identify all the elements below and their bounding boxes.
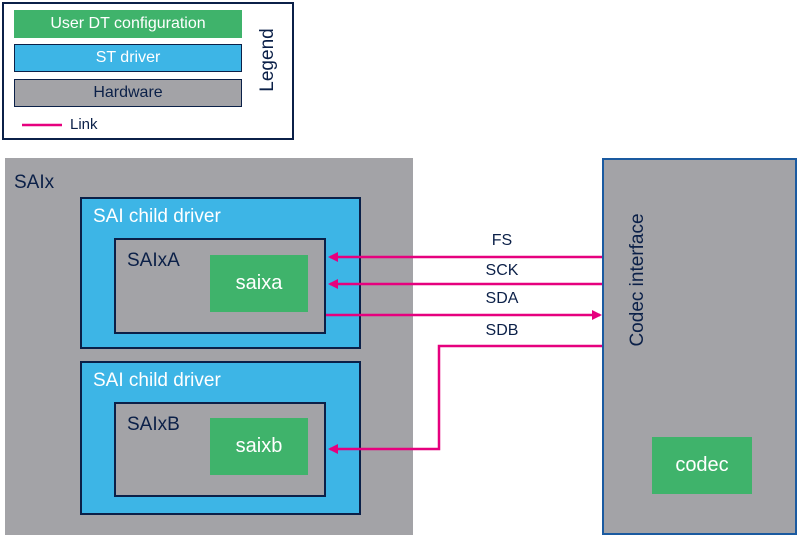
signal-sdb-label: SDB [485,322,519,339]
legend-user-dt-swatch: User DT configuration [14,10,242,38]
legend-hardware-swatch: Hardware [14,79,242,107]
saixa-config: saixa [210,255,308,312]
legend-link-label: Link [70,116,98,133]
saixa-label: SAIxA [127,250,180,271]
saixb-config: saixb [210,418,308,475]
signal-fs-label: FS [491,232,513,249]
codec-config: codec [652,437,752,494]
signal-sck-label: SCK [485,262,519,279]
sdb-link [328,344,602,454]
sai-child-driver-b-label: SAI child driver [93,370,221,391]
sai-child-driver-a-label: SAI child driver [93,206,221,227]
signal-sda-label: SDA [485,290,519,307]
legend-st-driver-swatch: ST driver [14,44,242,72]
saixb-label: SAIxB [127,414,180,435]
saix-label: SAIx [14,172,55,193]
